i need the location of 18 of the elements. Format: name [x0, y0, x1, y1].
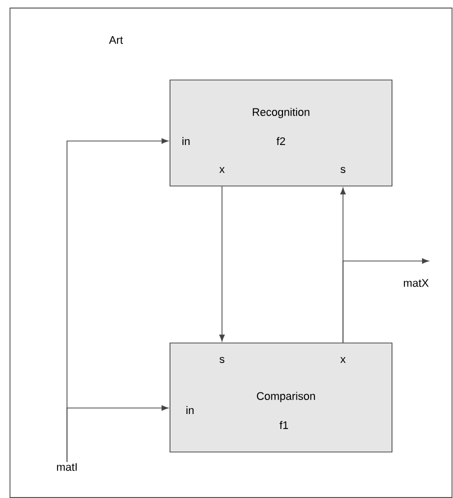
port-label: in [186, 406, 194, 414]
arrow [219, 186, 225, 342]
port-label: s [340, 167, 346, 173]
arrow [342, 258, 429, 343]
block-box [170, 342, 392, 452]
port-label: x [219, 167, 225, 173]
arrow [66, 405, 168, 462]
signal-label: matI [57, 463, 77, 471]
port-label: in [182, 137, 190, 145]
block-title: Comparison [256, 392, 315, 402]
block-title: Recognition [252, 108, 310, 118]
block-box [170, 80, 392, 186]
block-label: f2 [276, 137, 286, 145]
frame-title: Art [109, 36, 123, 44]
port-label: s [220, 357, 224, 364]
signal-label: matX [404, 279, 429, 287]
port-label: x [340, 357, 346, 363]
block-label: f1 [280, 421, 288, 429]
